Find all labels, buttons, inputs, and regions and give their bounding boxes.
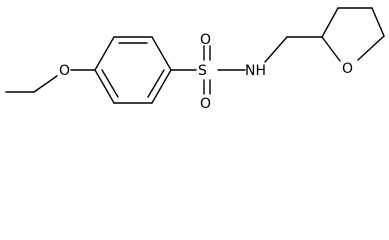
benzene-ring xyxy=(94,36,172,104)
bond-ethyl-ch2 xyxy=(33,75,58,93)
bond-nh-ch2 xyxy=(264,36,288,63)
ether-oxygen-label: O xyxy=(59,63,70,79)
sulfonyl-oxygen-top-label: O xyxy=(200,32,211,48)
molecule-diagram: O S O O NH O xyxy=(0,0,389,117)
tetrahydrofuran-ring xyxy=(321,7,385,62)
sulfonyl-double-bonds xyxy=(203,45,211,95)
ring-oxygen-label: O xyxy=(342,61,353,77)
structure-svg: O S O O NH O xyxy=(5,7,385,112)
sulfonyl-oxygen-bottom-label: O xyxy=(200,96,211,112)
sulfur-label: S xyxy=(198,63,207,79)
amide-nh-label: NH xyxy=(245,63,266,79)
